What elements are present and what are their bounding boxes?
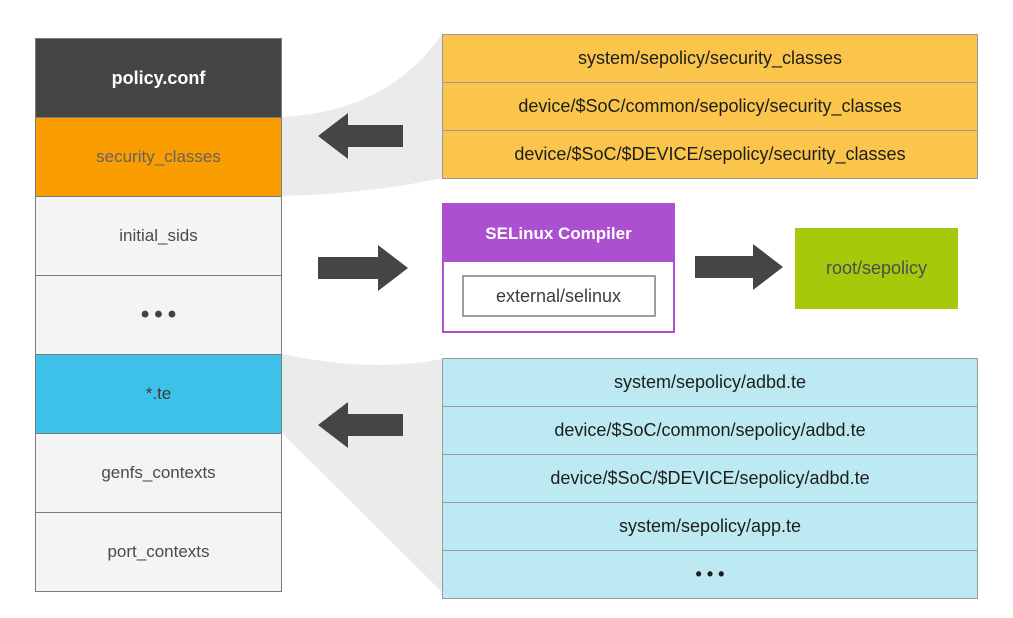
- source-path-row: system/sepolicy/adbd.te: [443, 359, 977, 407]
- te-sources-stack: system/sepolicy/adbd.te device/$SoC/comm…: [442, 358, 978, 599]
- policy-conf-title: policy.conf: [36, 39, 281, 118]
- source-path-row: system/sepolicy/security_classes: [443, 35, 977, 83]
- funnel-security-classes: [282, 34, 442, 196]
- arrow-right-to-compiler-icon: [318, 245, 408, 291]
- source-path-row: device/$SoC/common/sepolicy/adbd.te: [443, 407, 977, 455]
- arrow-left-bottom-icon: [318, 402, 403, 448]
- output-root-sepolicy-box: root/sepolicy: [795, 228, 958, 309]
- security-classes-sources-stack: system/sepolicy/security_classes device/…: [442, 34, 978, 179]
- source-path-row: device/$SoC/common/sepolicy/security_cla…: [443, 83, 977, 131]
- arrow-right-to-output-icon: [695, 244, 783, 290]
- selinux-compiler-title: SELinux Compiler: [444, 205, 673, 262]
- funnel-te-files: [282, 354, 442, 592]
- row-port-contexts: port_contexts: [36, 513, 281, 591]
- policy-conf-stack: policy.conf security_classes initial_sid…: [35, 38, 282, 592]
- row-te-files: *.te: [36, 355, 281, 434]
- selinux-compiler-box: SELinux Compiler external/selinux: [442, 203, 675, 333]
- row-initial-sids: initial_sids: [36, 197, 281, 276]
- compiler-input-box: external/selinux: [461, 275, 656, 317]
- row-security-classes: security_classes: [36, 118, 281, 197]
- source-ellipsis-row: •••: [443, 551, 977, 598]
- arrow-left-top-icon: [318, 113, 403, 159]
- source-path-row: device/$SoC/$DEVICE/sepolicy/security_cl…: [443, 131, 977, 178]
- source-path-row: system/sepolicy/app.te: [443, 503, 977, 551]
- row-ellipsis: •••: [36, 276, 281, 355]
- row-genfs-contexts: genfs_contexts: [36, 434, 281, 513]
- source-path-row: device/$SoC/$DEVICE/sepolicy/adbd.te: [443, 455, 977, 503]
